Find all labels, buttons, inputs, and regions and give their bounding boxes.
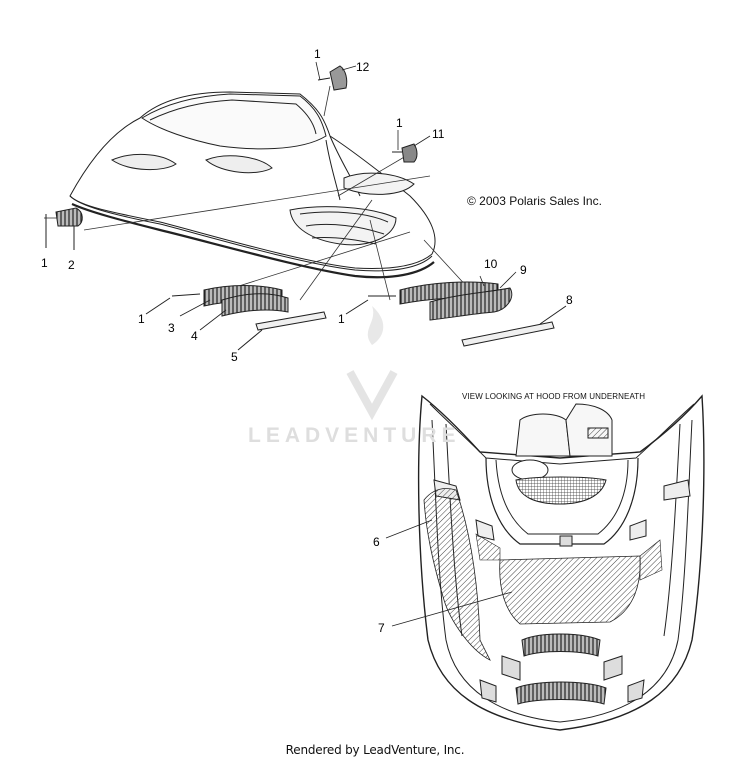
part-8-strip <box>461 305 567 347</box>
callout-2: 2 <box>68 258 75 272</box>
callout-1-right: 1 <box>396 116 403 130</box>
callout-leaders-lower <box>385 519 513 627</box>
part-12-emblem <box>317 65 348 91</box>
fasteners-right <box>345 295 396 315</box>
part-4-louver <box>221 293 289 317</box>
part-2-bracket <box>45 207 83 250</box>
watermark-text: LEADVENTURE <box>248 424 461 447</box>
callout-11: 11 <box>432 127 445 141</box>
watermark-logo <box>346 306 398 421</box>
callout-7: 7 <box>378 621 385 635</box>
explosion-lines <box>44 85 471 301</box>
view-caption: VIEW LOOKING AT HOOD FROM UNDERNEATH <box>462 392 646 401</box>
callout-1-louver-right: 1 <box>338 312 345 326</box>
callout-6: 6 <box>373 535 380 549</box>
footer-credit: Rendered by LeadVenture, Inc. <box>285 743 465 757</box>
callout-9: 9 <box>520 263 527 277</box>
callout-1-louver-left: 1 <box>138 312 145 326</box>
part-11-emblem <box>392 143 418 163</box>
callout-3: 3 <box>168 321 175 335</box>
callout-12: 12 <box>356 60 370 74</box>
callout-5: 5 <box>231 350 238 364</box>
callout-leaders <box>179 61 517 331</box>
hood-top-view <box>69 91 436 279</box>
part-7-insulation <box>499 555 641 625</box>
callout-10: 10 <box>484 257 498 271</box>
part-7-insulation-upper <box>475 533 501 561</box>
callout-1-left: 1 <box>41 256 48 270</box>
callout-4: 4 <box>191 329 198 343</box>
callout-1-top: 1 <box>314 47 321 61</box>
part-6-insulation <box>423 488 491 661</box>
part-7-insulation-right <box>639 539 663 581</box>
copyright-text: © 2003 Polaris Sales Inc. <box>467 194 602 208</box>
callout-8: 8 <box>566 293 573 307</box>
part-5-strip <box>237 311 327 351</box>
part-9-louver <box>429 287 513 321</box>
fasteners-left <box>145 293 201 315</box>
